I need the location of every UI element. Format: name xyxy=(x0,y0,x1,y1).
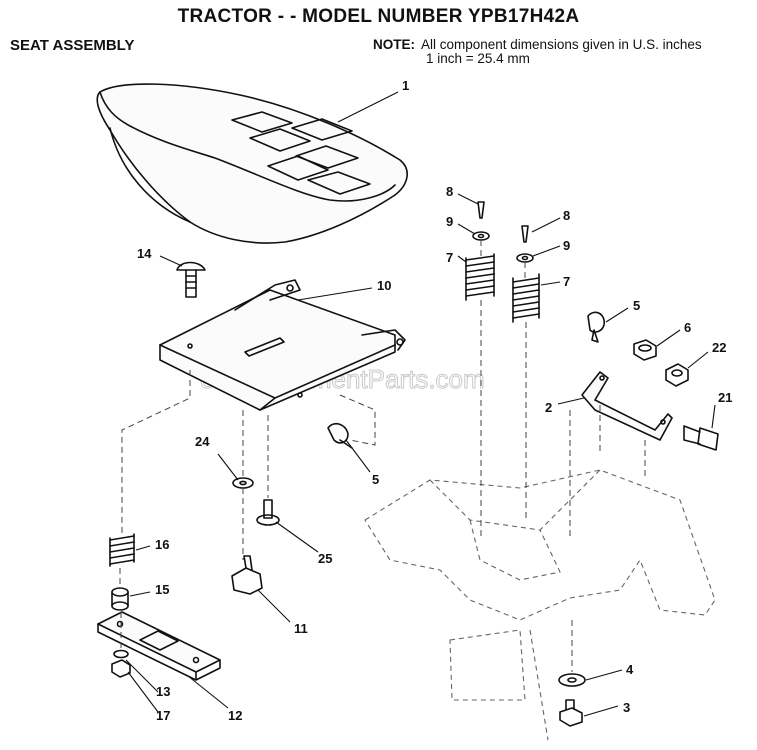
callout-2: 2 xyxy=(545,400,552,415)
callout-21: 21 xyxy=(718,390,732,405)
part-washer-right[interactable] xyxy=(516,253,534,263)
callout-9-left: 9 xyxy=(446,214,453,229)
callout-8-right: 8 xyxy=(563,208,570,223)
callout-12: 12 xyxy=(228,708,242,723)
callout-22: 22 xyxy=(712,340,726,355)
part-spring-left[interactable] xyxy=(465,253,495,301)
part-bolt-3[interactable] xyxy=(559,699,583,727)
part-washer-left[interactable] xyxy=(472,231,490,241)
part-knob-right[interactable] xyxy=(587,311,605,343)
part-knob-left[interactable] xyxy=(327,422,353,449)
part-pin-left[interactable] xyxy=(477,201,485,219)
part-washer-24[interactable] xyxy=(232,477,254,489)
tractor-frame-outline xyxy=(364,469,716,741)
part-spring-right[interactable] xyxy=(512,273,540,323)
callout-1: 1 xyxy=(402,78,409,93)
part-plate-12[interactable] xyxy=(97,611,221,681)
part-washer-13[interactable] xyxy=(113,649,129,659)
callout-14: 14 xyxy=(137,246,152,261)
part-carriage-bolt-14[interactable] xyxy=(176,261,206,298)
note-label: NOTE: xyxy=(373,37,415,52)
note-line-2: 1 inch = 25.4 mm xyxy=(426,51,530,66)
part-nut-22[interactable] xyxy=(665,363,689,387)
callout-15: 15 xyxy=(155,582,169,597)
part-seat-pan[interactable] xyxy=(159,279,406,411)
callout-5-right: 5 xyxy=(633,298,640,313)
callout-25: 25 xyxy=(318,551,332,566)
callout-4: 4 xyxy=(626,662,634,677)
alignment-lines xyxy=(119,240,646,672)
part-seat[interactable] xyxy=(96,83,408,244)
part-knob-11[interactable] xyxy=(231,555,263,595)
callout-3: 3 xyxy=(623,700,630,715)
part-bolt-21[interactable] xyxy=(683,425,719,451)
callout-13: 13 xyxy=(156,684,170,699)
part-bracket[interactable] xyxy=(581,371,673,441)
callout-7-left: 7 xyxy=(446,250,453,265)
callout-16: 16 xyxy=(155,537,169,552)
callout-24: 24 xyxy=(195,434,210,449)
part-bolt-25[interactable] xyxy=(256,499,280,526)
part-pin-right[interactable] xyxy=(521,225,529,243)
callout-17: 17 xyxy=(156,708,170,723)
part-nut-17[interactable] xyxy=(111,659,131,678)
part-spring-16[interactable] xyxy=(109,533,135,567)
diagram-title: TRACTOR - - MODEL NUMBER YPB17H42A xyxy=(177,6,580,27)
callout-8-left: 8 xyxy=(446,184,453,199)
dimension-note: NOTE: All component dimensions given in U… xyxy=(373,38,702,66)
callout-6: 6 xyxy=(684,320,691,335)
part-nut-6[interactable] xyxy=(633,339,657,361)
callout-7-right: 7 xyxy=(563,274,570,289)
section-title: SEAT ASSEMBLY xyxy=(10,37,135,54)
callout-leaders xyxy=(125,91,716,717)
note-line-1: All component dimensions given in U.S. i… xyxy=(421,37,702,52)
part-washer-4[interactable] xyxy=(558,673,586,687)
callout-9-right: 9 xyxy=(563,238,570,253)
part-spacer-15[interactable] xyxy=(111,587,129,611)
callout-5-left: 5 xyxy=(372,472,379,487)
callout-10: 10 xyxy=(377,278,391,293)
callout-11: 11 xyxy=(294,621,308,636)
